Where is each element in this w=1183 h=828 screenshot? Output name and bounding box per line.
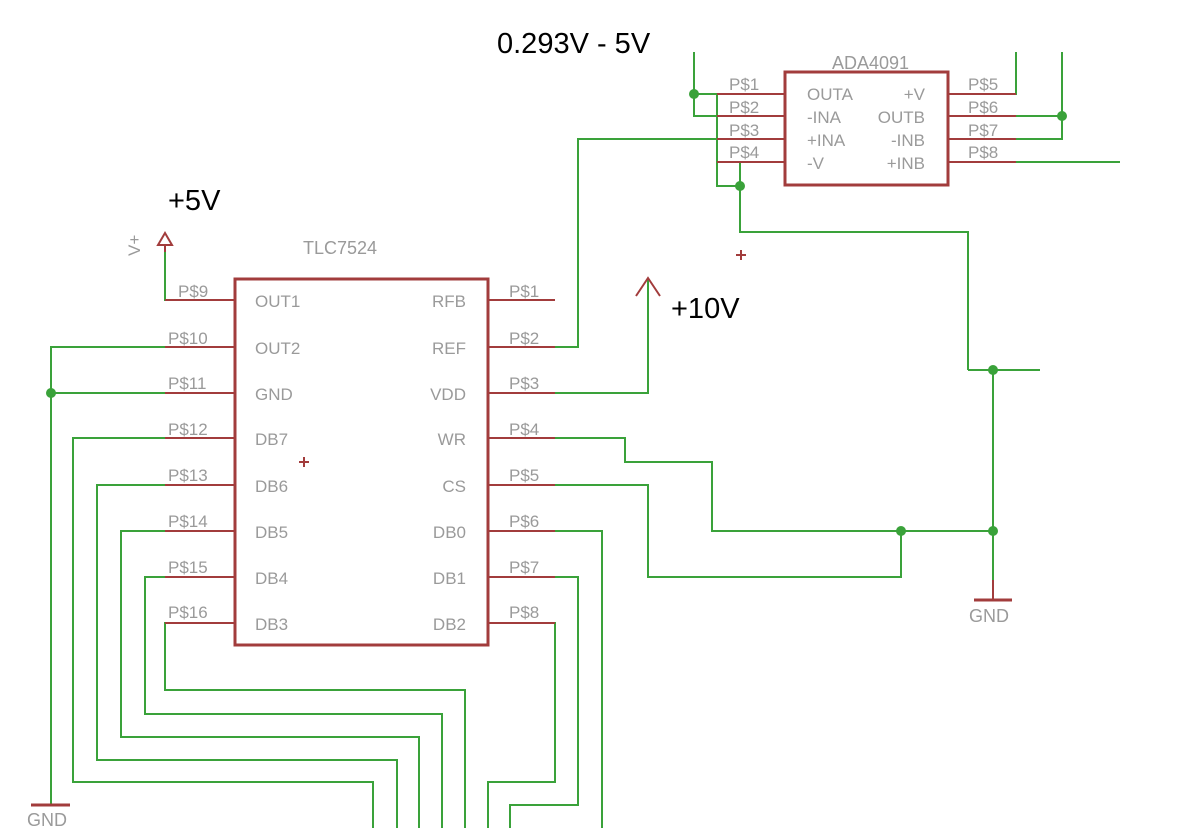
dac-pin-name: OUT1 (255, 292, 300, 311)
junction-dot (689, 89, 699, 99)
dac-pin-name: DB2 (433, 615, 466, 634)
dac-pin-name: WR (438, 430, 466, 449)
opamp-pad-label: P$4 (729, 143, 759, 162)
opamp-left-pins (717, 93, 785, 163)
origin-cross-icon (299, 457, 309, 467)
gnd-label: GND (27, 810, 67, 828)
triangle-up-icon (156, 231, 174, 246)
opamp-pad-label: P$6 (968, 98, 998, 117)
opamp-pad-label: P$1 (729, 75, 759, 94)
dac-pad-label: P$5 (509, 466, 539, 485)
opamp-pin-name: +INB (887, 154, 925, 173)
dac-pad-label: P$7 (509, 558, 539, 577)
wire-db6 (96, 484, 398, 828)
opamp-pin-name: -V (807, 154, 825, 173)
opamp-part[interactable]: ADA4091 P$1 P$2 P$3 P$4 OUTA -INA +INA -… (717, 53, 1016, 260)
voltage-range-label: 0.293V - 5V (497, 28, 651, 60)
dac-pin-name: DB7 (255, 430, 288, 449)
dac-pad-label: P$8 (509, 603, 539, 622)
origin-cross-icon (736, 250, 746, 260)
dac-pad-label: P$12 (168, 420, 208, 439)
dac-pad-label: P$6 (509, 512, 539, 531)
opamp-pin-name: +V (904, 85, 926, 104)
plus5v-label: +5V (168, 185, 221, 217)
junctions (46, 89, 1067, 536)
dac-pad-label: P$16 (168, 603, 208, 622)
junction-dot (46, 388, 56, 398)
dac-pin-name: DB3 (255, 615, 288, 634)
wire-wr (488, 437, 993, 532)
wire-outb (948, 52, 1063, 117)
wire-db7 (72, 437, 374, 828)
wire-p1-down (716, 94, 740, 187)
vplus-label: V+ (125, 235, 144, 256)
wire-db0 (488, 530, 603, 828)
gnd-symbol-right[interactable]: GND (969, 580, 1012, 626)
dac-pin-name: OUT2 (255, 339, 300, 358)
dac-pad-label: P$4 (509, 420, 539, 439)
dac-left-pins (165, 299, 235, 624)
opamp-pad-label: P$8 (968, 143, 998, 162)
dac-pad-label: P$1 (509, 282, 539, 301)
gnd-label: GND (969, 606, 1009, 626)
wire-inb (948, 116, 1063, 140)
dac-name: TLC7524 (303, 238, 377, 258)
opamp-pin-name: +INA (807, 131, 846, 150)
dac-pin-name: VDD (430, 385, 466, 404)
opamp-name: ADA4091 (832, 53, 909, 73)
dac-pin-name: DB5 (255, 523, 288, 542)
opamp-pad-label: P$5 (968, 75, 998, 94)
dac-pin-name: DB0 (433, 523, 466, 542)
plus10v-supply[interactable] (635, 276, 661, 297)
wire-cs (488, 484, 902, 578)
dac-pin-name: DB1 (433, 569, 466, 588)
opamp-pad-label: P$7 (968, 121, 998, 140)
junction-dot (988, 365, 998, 375)
dac-part[interactable]: TLC7524 P$9 P$10 P$11 P$12 P$13 P$14 P$1… (165, 238, 555, 647)
junction-dot (735, 181, 745, 191)
dac-pin-name: DB4 (255, 569, 288, 588)
opamp-pin-name: -INA (807, 108, 842, 127)
arrow-up-icon (635, 276, 661, 297)
wire-negv (739, 161, 969, 370)
dac-pad-label: P$9 (178, 282, 208, 301)
plus10v-label: +10V (671, 293, 740, 325)
opamp-pin-name: OUTB (878, 108, 925, 127)
wire-db5 (120, 530, 420, 828)
dac-pad-label: P$14 (168, 512, 208, 531)
dac-body (233, 277, 490, 647)
dac-pad-label: P$11 (168, 374, 206, 393)
junction-dot (988, 526, 998, 536)
opamp-pad-label: P$3 (729, 121, 759, 140)
dac-pad-label: P$3 (509, 374, 539, 393)
opamp-pin-name: -INB (891, 131, 925, 150)
wire-db2 (487, 622, 556, 828)
gnd-symbol-left[interactable]: GND (27, 803, 70, 828)
wires (50, 52, 1120, 828)
dac-pin-name: CS (442, 477, 466, 496)
junction-dot (1057, 111, 1067, 121)
dac-right-pins (488, 299, 555, 624)
dac-pin-name: DB6 (255, 477, 288, 496)
dac-pad-label: P$13 (168, 466, 208, 485)
dac-pad-label: P$15 (168, 558, 208, 577)
dac-pin-name: GND (255, 385, 293, 404)
opamp-body (783, 70, 950, 187)
dac-pin-name: RFB (432, 292, 466, 311)
vplus-supply[interactable]: V+ (125, 231, 174, 256)
opamp-pad-label: P$2 (729, 98, 759, 117)
dac-pad-label: P$2 (509, 329, 539, 348)
dac-pad-label: P$10 (168, 329, 208, 348)
opamp-pin-name: OUTA (807, 85, 854, 104)
dac-pin-name: REF (432, 339, 466, 358)
junction-dot (896, 526, 906, 536)
opamp-right-pins (948, 93, 1016, 163)
